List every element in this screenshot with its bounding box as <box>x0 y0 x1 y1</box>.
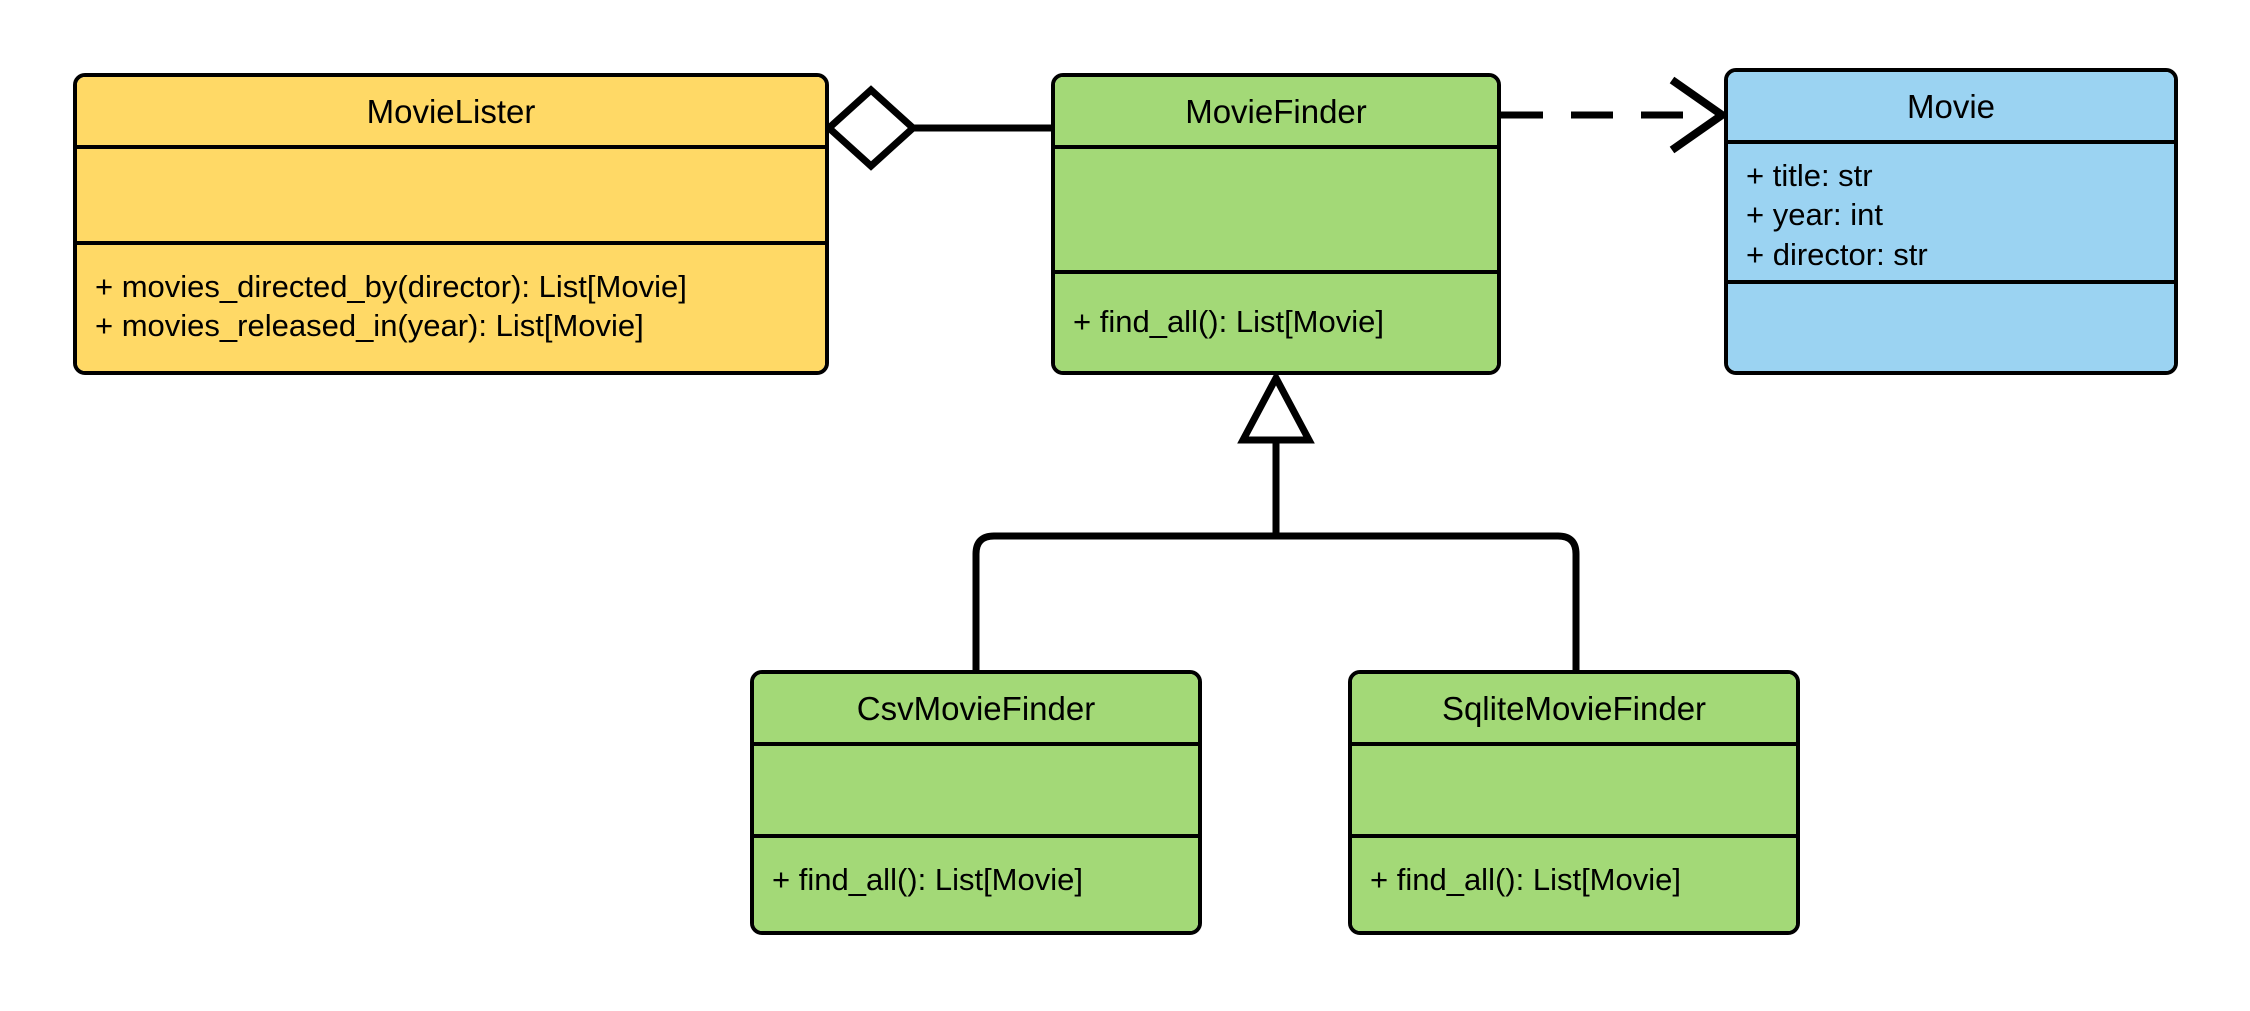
class-attributes-compartment <box>1055 145 1497 270</box>
attribute-item: + director: str <box>1746 236 1928 272</box>
class-name-label: MovieLister <box>366 93 536 130</box>
class-methods-compartment: + find_all(): List[Movie] <box>754 834 1198 931</box>
class-name-label: MovieFinder <box>1185 93 1367 130</box>
class-box-movie[interactable]: Movie + title: str + year: int + directo… <box>1724 68 2178 375</box>
class-name-compartment: SqliteMovieFinder <box>1352 674 1796 742</box>
attribute-item: + title: str <box>1746 158 1873 193</box>
method-item: + find_all(): List[Movie] <box>1073 304 1384 339</box>
method-item: + movies_directed_by(director): List[Mov… <box>95 269 687 304</box>
generalization-connector[interactable] <box>972 370 1580 670</box>
class-box-moviefinder[interactable]: MovieFinder + find_all(): List[Movie] <box>1051 73 1501 375</box>
class-name-label: Movie <box>1906 88 1996 125</box>
class-name-compartment: CsvMovieFinder <box>754 674 1198 742</box>
hollow-triangle-icon <box>1237 370 1315 444</box>
method-item: + find_all(): List[Movie] <box>772 862 1083 897</box>
class-name-label: SqliteMovieFinder <box>1441 690 1707 727</box>
class-box-sqlitemoviefinder[interactable]: SqliteMovieFinder + find_all(): List[Mov… <box>1348 670 1800 935</box>
method-item: + movies_released_in(year): List[Movie] <box>95 308 644 344</box>
class-attributes-compartment: + title: str + year: int + director: str <box>1728 140 2174 280</box>
class-box-movielister[interactable]: MovieLister + movies_directed_by(directo… <box>73 73 829 375</box>
dependency-connector[interactable] <box>1501 76 1729 154</box>
class-box-csvmoviefinder[interactable]: CsvMovieFinder + find_all(): List[Movie] <box>750 670 1202 935</box>
class-methods-compartment <box>1728 280 2174 371</box>
class-methods-compartment: + find_all(): List[Movie] <box>1055 270 1497 371</box>
class-name-compartment: Movie <box>1728 72 2174 140</box>
hollow-diamond-icon <box>823 85 919 171</box>
generalization-branch-bus <box>972 532 1580 670</box>
class-methods-compartment: + find_all(): List[Movie] <box>1352 834 1796 931</box>
class-name-label: CsvMovieFinder <box>856 690 1096 727</box>
attribute-item: + year: int <box>1746 197 1883 233</box>
method-item: + find_all(): List[Movie] <box>1370 862 1681 897</box>
class-attributes-compartment <box>1352 742 1796 834</box>
class-attributes-compartment <box>754 742 1198 834</box>
class-name-compartment: MovieFinder <box>1055 77 1497 145</box>
class-name-compartment: MovieLister <box>77 77 825 145</box>
class-attributes-compartment <box>77 145 825 241</box>
class-methods-compartment: + movies_directed_by(director): List[Mov… <box>77 241 825 371</box>
aggregation-connector[interactable] <box>823 85 1051 171</box>
open-arrow-icon <box>1669 76 1729 154</box>
